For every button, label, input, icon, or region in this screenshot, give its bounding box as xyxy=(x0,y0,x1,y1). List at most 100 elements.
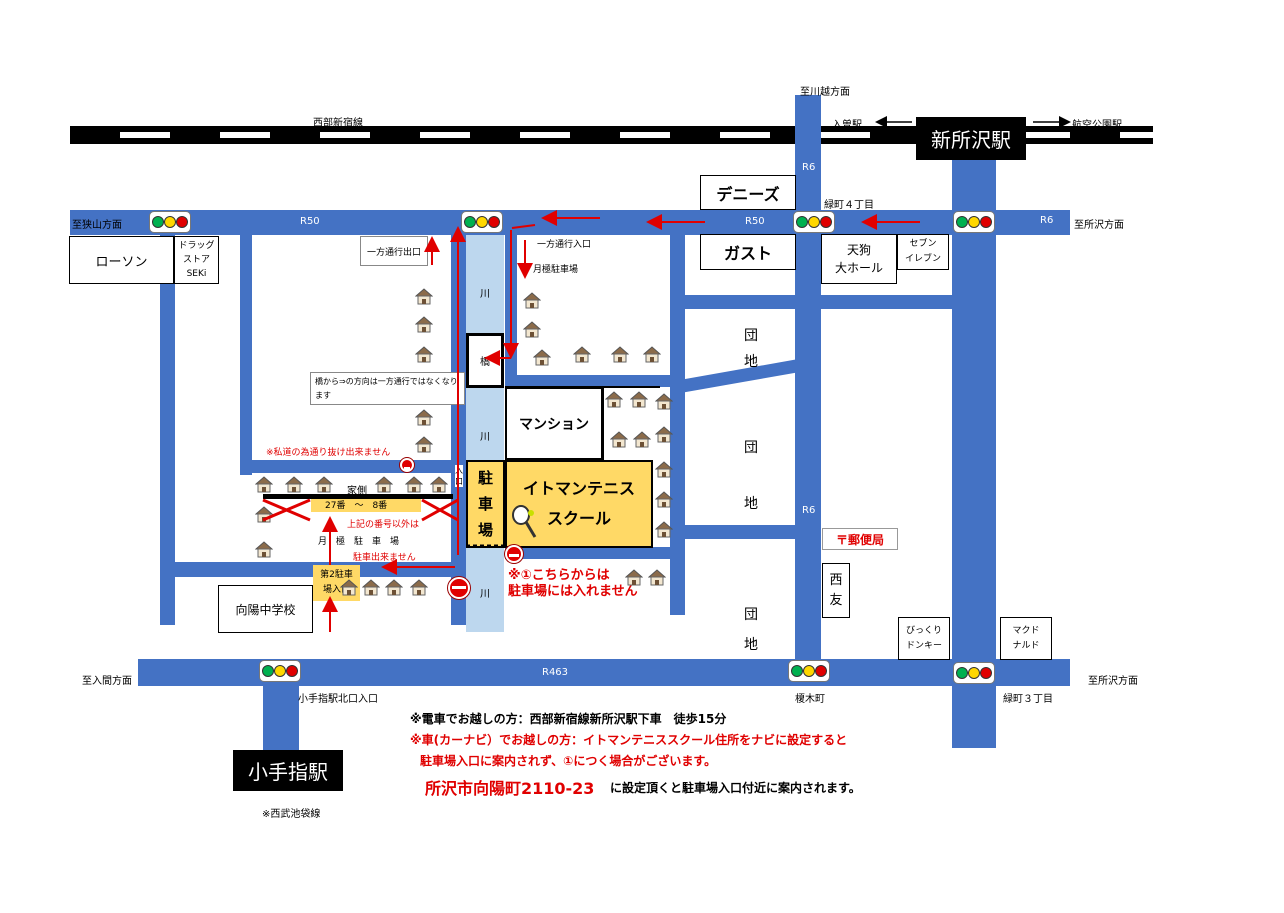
no-entry-note: ※①こちらからは 駐車場には入れません xyxy=(508,568,638,599)
place-mansion: マンション xyxy=(505,387,603,460)
house-icon xyxy=(414,315,434,333)
direction-iruma: 至入間方面 xyxy=(82,676,132,687)
house-icon xyxy=(654,520,674,538)
intersection-kotesashi-north: 小手指駅北口入口 xyxy=(298,694,378,705)
place-danchi-2: 団 地 xyxy=(744,440,758,512)
house-icon xyxy=(654,425,674,443)
road-label-r6-mid: R6 xyxy=(802,505,816,516)
house-icon xyxy=(414,287,434,305)
road-east-2 xyxy=(670,235,685,615)
house-icon xyxy=(642,345,662,363)
private-road-note: ※私道の為通り抜け出来ません xyxy=(266,448,391,458)
road-left-horizontal xyxy=(160,562,463,577)
house-icon xyxy=(654,490,674,508)
direction-sayama: 至狭山方面 xyxy=(72,220,122,231)
road-southwest xyxy=(163,470,175,563)
place-drugstore: ドラッグ ストア SEKi xyxy=(174,236,219,284)
place-dennys: デニーズ xyxy=(700,175,796,210)
house-icon xyxy=(361,578,381,596)
monthly-label: 月 極 駐 車 場 xyxy=(318,537,400,547)
place-itoman-tennis: イトマンテニス スクール xyxy=(505,460,653,548)
place-parking: 駐 車 場 xyxy=(466,460,505,548)
place-lawson: ローソン xyxy=(69,236,174,284)
place-danchi-1: 団 地 xyxy=(744,328,758,370)
road-diagonal xyxy=(678,358,805,393)
river-label: 川 xyxy=(480,432,490,443)
house-icon xyxy=(429,475,449,493)
road-east-1 xyxy=(505,375,670,387)
traffic-signal-icon xyxy=(259,660,301,682)
kotesashi-line-label: ※西武池袋線 xyxy=(262,809,321,820)
station-shin-tokorozawa: 新所沢駅 xyxy=(916,117,1026,160)
numbers-band xyxy=(311,496,421,512)
road-east-3 xyxy=(685,295,795,309)
house-icon xyxy=(254,540,274,558)
direction-tokorozawa-top: 至所沢方面 xyxy=(1074,220,1124,231)
road-r6-center xyxy=(795,95,821,685)
place-bridge: 橋 xyxy=(466,333,504,388)
traffic-signal-icon xyxy=(953,662,995,684)
to-kawagoe-label: 至川越方面 xyxy=(800,87,850,98)
road-label-r6-top: R6 xyxy=(802,162,816,173)
road-main-vertical xyxy=(451,235,466,625)
place-mcdonalds: マクド ナルド xyxy=(1000,617,1052,660)
road-east-4 xyxy=(685,525,795,539)
kokukoen-label: 航空公園駅 xyxy=(1072,120,1122,131)
road-tennis-front xyxy=(505,547,670,559)
entrance-label: 入 口 xyxy=(455,465,463,487)
house-icon xyxy=(374,475,394,493)
house-icon xyxy=(384,578,404,596)
no-entry-icon xyxy=(448,577,470,599)
road-r6-right xyxy=(952,143,996,748)
no-entry-icon xyxy=(400,458,414,472)
road-label-r50: R50 xyxy=(300,216,320,227)
numbers-label: 27番 ～ 8番 xyxy=(325,501,388,511)
address-after-note: に設定頂くと駐車場入口付近に案内されます。 xyxy=(610,781,861,795)
house-icon xyxy=(632,430,652,448)
house-icon xyxy=(404,475,424,493)
house-icon xyxy=(532,348,552,366)
tennis-racket-icon xyxy=(511,505,537,539)
rail-name-label: 西部新宿線 xyxy=(313,118,363,129)
house-icon xyxy=(647,568,667,586)
monthly-parking-label: 月極駐車場 xyxy=(533,265,579,275)
river xyxy=(466,232,504,632)
house-icon xyxy=(522,320,542,338)
road-inner-vertical-1 xyxy=(240,235,252,475)
numbers-other-label: 上記の番号以外は xyxy=(347,520,420,530)
house-icon xyxy=(254,505,274,523)
intersection-enokicho: 榎木町 xyxy=(795,694,825,705)
house-icon xyxy=(414,345,434,363)
bridge-note: 橋から⇒の方向は一方通行ではなくなります xyxy=(310,372,465,405)
road-right-vertical xyxy=(505,235,517,375)
traffic-signal-icon xyxy=(793,211,835,233)
traffic-signal-icon xyxy=(461,211,503,233)
house-icon xyxy=(522,291,542,309)
house-side-label: 家側 xyxy=(347,486,367,497)
road-label-r463: R463 xyxy=(542,667,569,678)
place-tengu: 天狗 大ホール xyxy=(821,234,897,284)
house-icon xyxy=(654,460,674,478)
no-entry-icon xyxy=(505,545,523,563)
iriso-label: 入曽駅 xyxy=(832,120,862,131)
traffic-signal-icon xyxy=(788,660,830,682)
place-gusto: ガスト xyxy=(700,234,796,270)
road-east-r6 xyxy=(821,295,952,309)
house-icon xyxy=(624,568,644,586)
intersection-midori3: 緑町３丁目 xyxy=(1003,694,1053,705)
address-note: 所沢市向陽町2110-23 xyxy=(425,779,595,798)
house-icon xyxy=(414,408,434,426)
house-icon xyxy=(609,430,629,448)
traffic-signal-icon xyxy=(953,211,995,233)
place-danchi-3: 団 地 xyxy=(744,607,758,653)
house-icon xyxy=(604,390,624,408)
place-seiyu: 西 友 xyxy=(822,563,850,618)
road-label-r50-mid: R50 xyxy=(745,216,765,227)
road-r50 xyxy=(70,210,1070,235)
railway-seibu-shinjuku xyxy=(70,126,1153,144)
direction-tokorozawa-bottom: 至所沢方面 xyxy=(1088,676,1138,687)
oneway-exit-label: 一方通行出口 xyxy=(360,236,428,266)
place-post-office: 〒郵便局 xyxy=(822,528,898,550)
house-icon xyxy=(414,435,434,453)
road-kotesashi xyxy=(263,686,299,750)
